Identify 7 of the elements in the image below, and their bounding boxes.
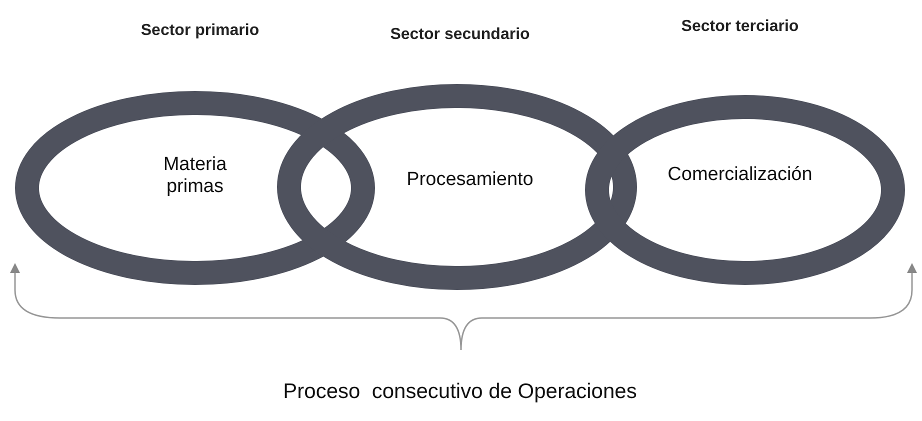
ring-label: Procesamiento	[406, 169, 534, 191]
ring-label: Materia primas	[162, 154, 228, 198]
sector-heading: Sector primario	[140, 22, 260, 40]
sector-heading: Sector terciario	[681, 18, 799, 36]
sector-heading: Sector secundario	[390, 26, 530, 44]
caption-text: Proceso consecutivo de Operaciones	[283, 380, 637, 404]
ring-label: Comercialización	[666, 164, 814, 186]
